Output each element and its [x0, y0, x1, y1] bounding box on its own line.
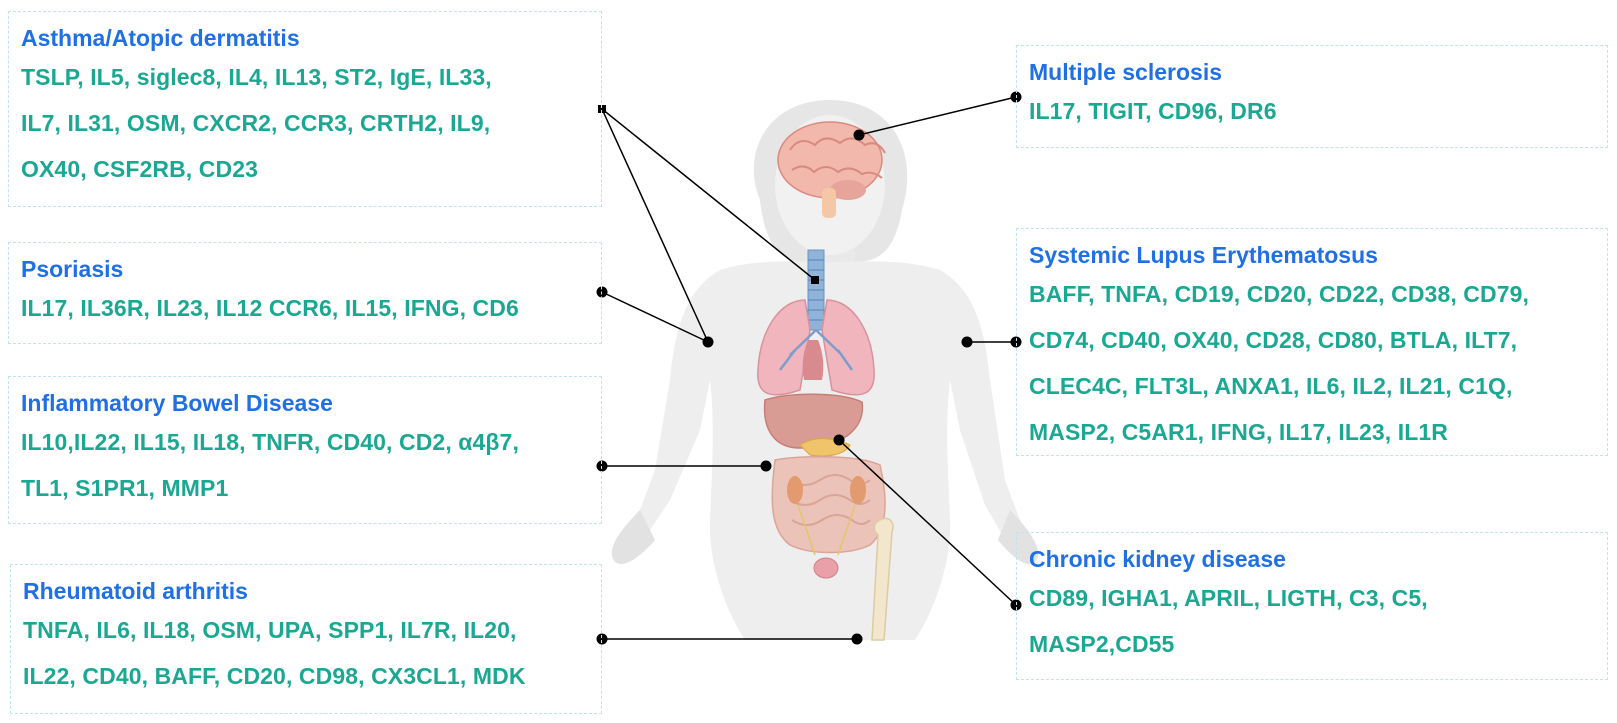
ckd-targets-line: MASP2,CD55: [1029, 631, 1175, 657]
endpoint-square: [811, 276, 819, 284]
ra-box: Rheumatoid arthritis TNFA, IL6, IL18, OS…: [10, 564, 602, 714]
asthma-targets-line: IL7, IL31, OSM, CXCR2, CCR3, CRTH2, IL9,: [21, 110, 491, 136]
connector-endpoints: [596, 91, 1022, 645]
connector-lines: [601, 96, 1017, 640]
ms-targets-line: IL17, TIGIT, CD96, DR6: [1029, 98, 1277, 124]
endpoint-dot: [596, 633, 608, 645]
intestines-icon: [771, 456, 886, 554]
sle-targets-line: BAFF, TNFA, CD19, CD20, CD22, CD38, CD79…: [1029, 281, 1530, 307]
ibd-targets-line: IL10,IL22, IL15, IL18, TNFR, CD40, CD2, …: [21, 429, 519, 455]
liver-icon: [763, 393, 864, 449]
ibd-box: Inflammatory Bowel Disease IL10,IL22, IL…: [8, 376, 602, 524]
ms-title: Multiple sclerosis: [1029, 59, 1223, 85]
endpoint-dot: [596, 286, 608, 298]
endpoint-square: [598, 105, 606, 113]
endpoint-dot: [961, 336, 973, 348]
sle-title: Systemic Lupus Erythematosus: [1029, 242, 1378, 268]
endpoint-dot: [702, 336, 714, 348]
ibd-title: Inflammatory Bowel Disease: [21, 390, 333, 416]
psoriasis-box: Psoriasis IL17, IL36R, IL23, IL12 CCR6, …: [8, 242, 602, 344]
connector-asthma-trachea: [601, 108, 816, 281]
ms-box: Multiple sclerosis IL17, TIGIT, CD96, DR…: [1016, 45, 1608, 148]
asthma-title: Asthma/Atopic dermatitis: [21, 25, 300, 51]
endpoint-dot: [853, 129, 865, 141]
sle-targets-line: CD74, CD40, OX40, CD28, CD80, BTLA, ILT7…: [1029, 327, 1518, 353]
ibd-targets-line: TL1, S1PR1, MMP1: [21, 475, 229, 501]
ckd-title: Chronic kidney disease: [1029, 546, 1286, 572]
ra-targets-line: TNFA, IL6, IL18, OSM, UPA, SPP1, IL7R, I…: [23, 617, 517, 643]
endpoint-dot: [851, 633, 863, 645]
connector-psoriasis: [601, 291, 709, 343]
endpoint-dot: [596, 460, 608, 472]
ckd-box: Chronic kidney disease CD89, IGHA1, APRI…: [1016, 532, 1608, 680]
sle-targets-line: MASP2, C5AR1, IFNG, IL17, IL23, IL1R: [1029, 419, 1448, 445]
femur-bone-icon: [871, 517, 894, 641]
connector-asthma-skin: [601, 108, 709, 343]
sle-targets-line: CLEC4C, FLT3L, ANXA1, IL6, IL2, IL21, C1…: [1029, 373, 1513, 399]
bladder-icon: [813, 557, 839, 579]
connector-ckd: [838, 439, 1017, 606]
kidney-icon: [787, 476, 866, 556]
ckd-targets-line: CD89, IGHA1, APRIL, LIGTH, C3, C5,: [1029, 585, 1428, 611]
trachea-icon: [807, 249, 825, 331]
lungs-icon: [757, 299, 875, 396]
sle-box: Systemic Lupus Erythematosus BAFF, TNFA,…: [1016, 228, 1608, 456]
asthma-box: Asthma/Atopic dermatitis TSLP, IL5, sigl…: [8, 11, 602, 207]
brain-icon: [777, 121, 886, 218]
asthma-targets-line: OX40, CSF2RB, CD23: [21, 156, 258, 182]
psoriasis-title: Psoriasis: [21, 256, 124, 282]
endpoint-dot: [833, 434, 845, 446]
connector-ms: [858, 96, 1017, 136]
endpoint-dot: [760, 460, 772, 472]
asthma-targets-line: TSLP, IL5, siglec8, IL4, IL13, ST2, IgE,…: [21, 64, 492, 90]
ra-targets-line: IL22, CD40, BAFF, CD20, CD98, CX3CL1, MD…: [23, 663, 526, 689]
psoriasis-targets-line: IL17, IL36R, IL23, IL12 CCR6, IL15, IFNG…: [21, 295, 519, 321]
ra-title: Rheumatoid arthritis: [23, 578, 248, 604]
